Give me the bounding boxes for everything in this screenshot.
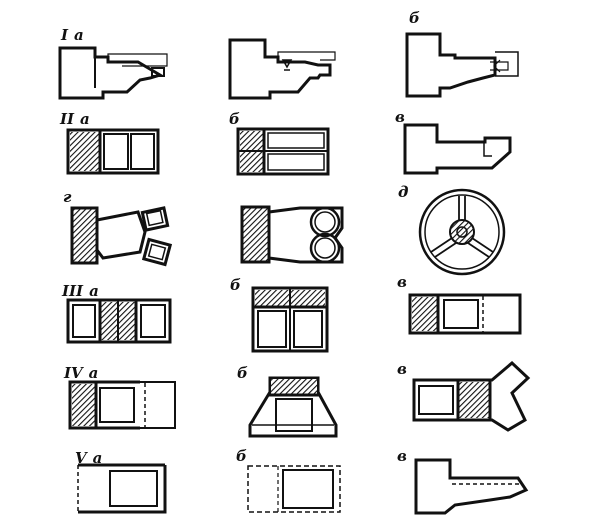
diagram-5a bbox=[77, 463, 167, 514]
label-row-4-v: в bbox=[397, 360, 407, 378]
diagram-2b bbox=[236, 127, 330, 176]
diagram-3v bbox=[408, 293, 522, 335]
label-row-1-b: б bbox=[409, 9, 420, 27]
label-row-2-d: д bbox=[398, 183, 409, 201]
diagram-1a bbox=[58, 46, 168, 100]
diagram-3a bbox=[66, 298, 172, 344]
label-row-2-g: г bbox=[63, 188, 72, 206]
diagram-4v bbox=[412, 360, 531, 432]
diagram-3b bbox=[251, 286, 329, 353]
label-row-5-v: в bbox=[397, 447, 407, 465]
diagram-5v bbox=[414, 458, 529, 515]
diagram-4a bbox=[68, 380, 176, 430]
diagram-4b bbox=[248, 376, 338, 438]
diagram-2a bbox=[66, 128, 160, 175]
label-row-3-v: в bbox=[397, 273, 407, 291]
diagram-1-middle bbox=[228, 38, 336, 100]
diagram-2-circles bbox=[240, 205, 344, 264]
label-row-3-b: б bbox=[230, 276, 241, 294]
diagram-2v bbox=[403, 123, 512, 175]
label-row-4-b: б bbox=[237, 364, 248, 382]
label-row-5-b: б bbox=[236, 447, 247, 465]
diagram-1b bbox=[405, 32, 519, 98]
label-row-2-b: б bbox=[229, 110, 240, 128]
label-row-2-v: в bbox=[395, 108, 405, 126]
diagram-2d bbox=[418, 188, 506, 276]
diagram-5b bbox=[247, 465, 341, 513]
diagram-2g bbox=[70, 206, 173, 267]
